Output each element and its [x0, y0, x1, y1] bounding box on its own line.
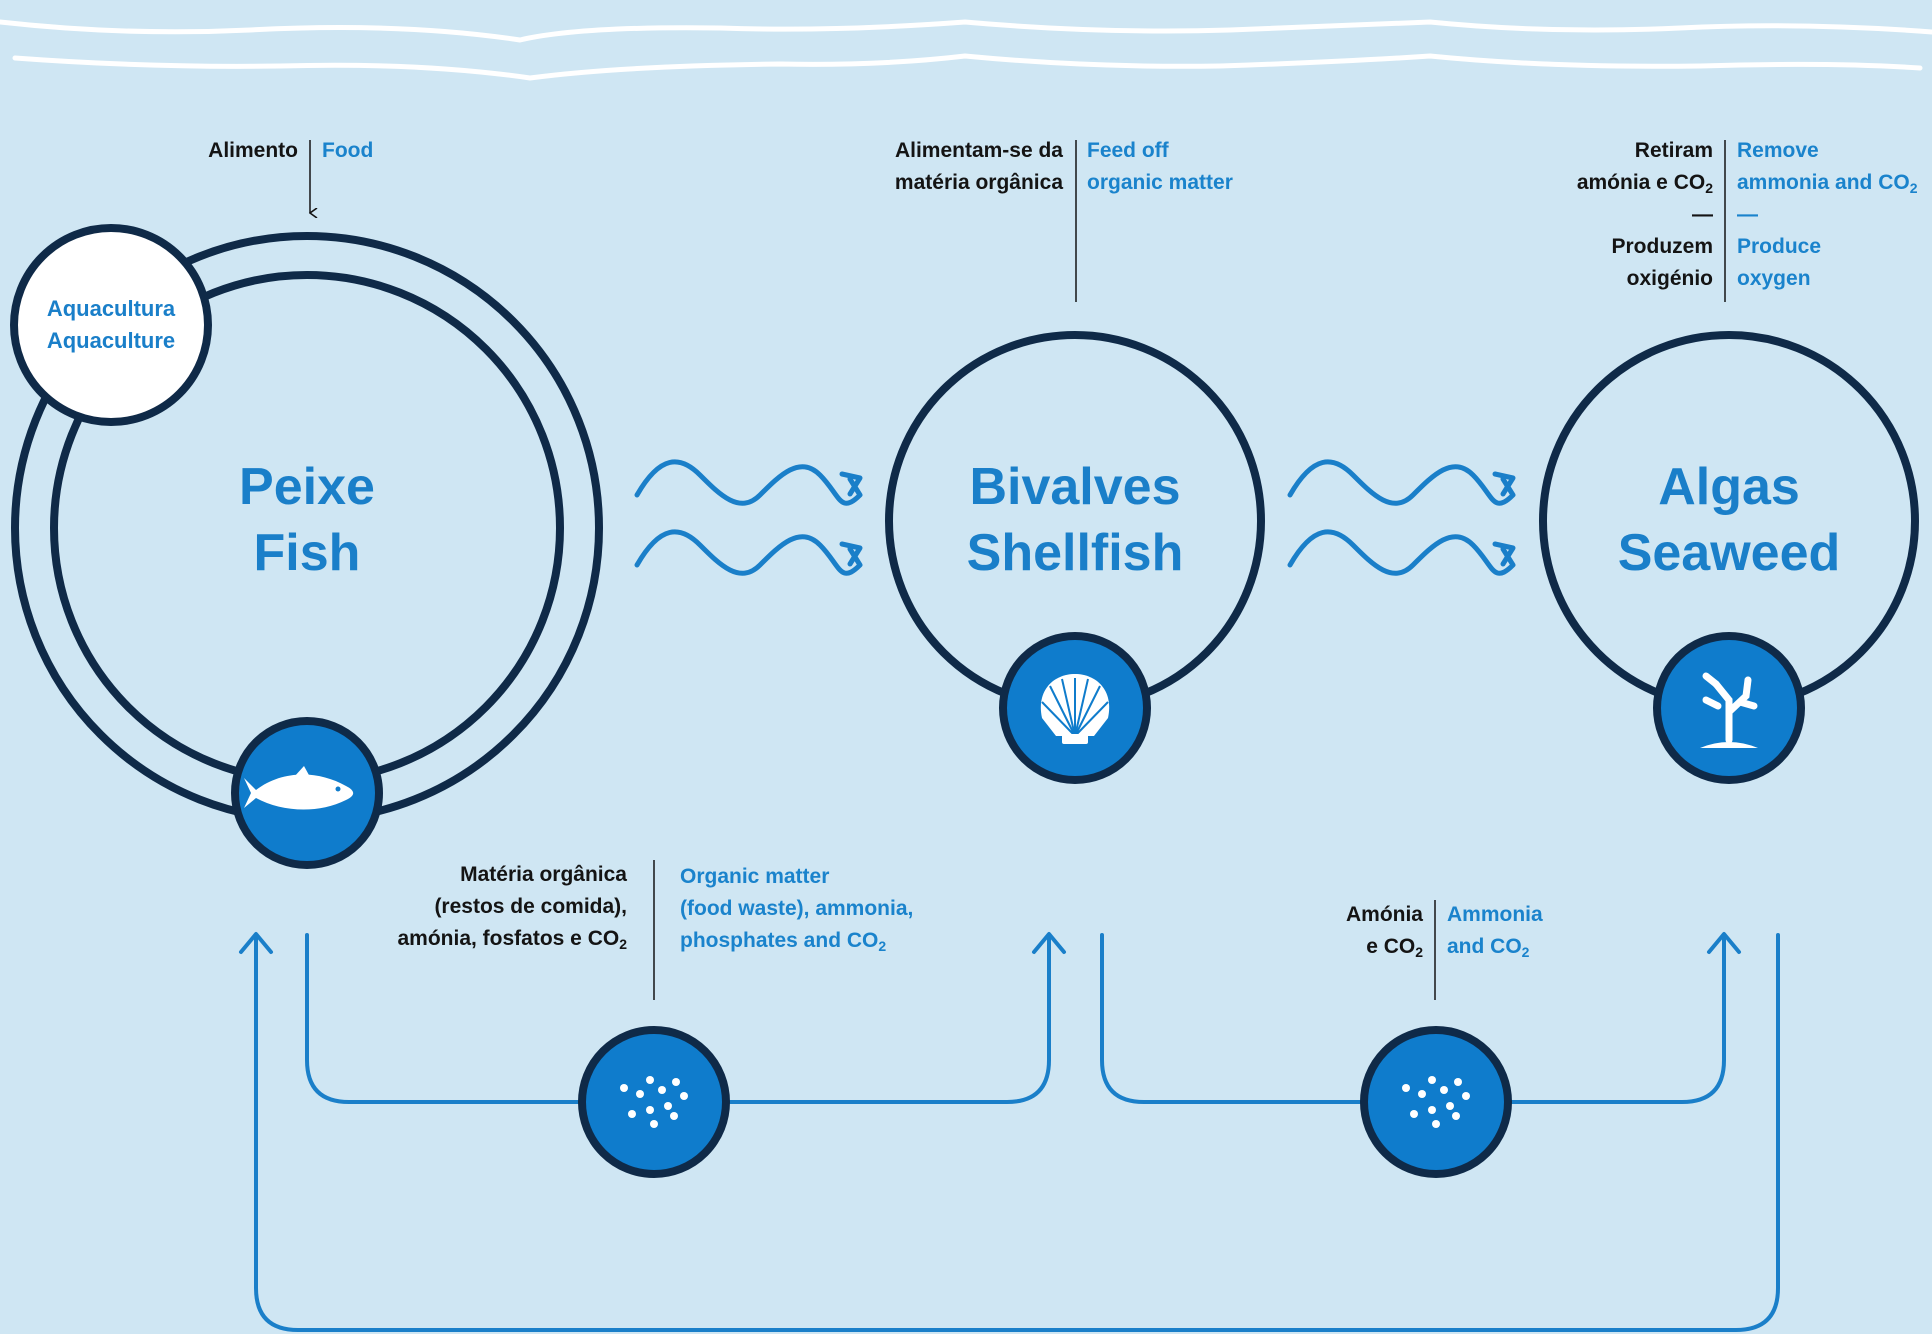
shellfish-label-en: Feed off organic matter [1087, 135, 1233, 199]
aquaculture-badge [10, 224, 212, 426]
seaweed-pt-line2: amónia e CO2 [1577, 167, 1713, 199]
subscript: 2 [1705, 180, 1713, 196]
ammonia-pt-line2: e CO2 [1346, 931, 1423, 963]
organic-en-line3-text: phosphates and CO [680, 929, 879, 952]
fish-icon [231, 717, 383, 869]
ammonia-en-line1: Ammonia [1447, 903, 1543, 926]
shellfish-pt-line2: matéria orgânica [894, 171, 1063, 194]
ammonia-pt-line2-text: e CO [1366, 935, 1416, 958]
recycle-flows [239, 932, 1780, 1332]
shellfish-title-pt: Bivalves [969, 458, 1181, 516]
seaweed-title: Algas Seaweed [1589, 454, 1869, 586]
seaweed-en-line3: — [1737, 203, 1758, 226]
seaweed-en-line4: Produce [1737, 235, 1822, 258]
fish-title-en: Fish [253, 524, 361, 582]
organic-label-en: Organic matter (food waste), ammonia, ph… [680, 861, 913, 957]
organic-label-pt: Matéria orgânica (restos de comida), amó… [397, 859, 627, 955]
aquaculture-badge-text: Aquacultura Aquaculture [31, 293, 191, 357]
shellfish-label-pt: Alimentam-se da matéria orgânica [895, 135, 1063, 199]
seaweed-en-line1: Remove [1737, 139, 1819, 162]
subscript: 2 [619, 936, 627, 952]
seaweed-pt-line2-text: amónia e CO [1576, 171, 1706, 194]
subscript: 2 [1909, 180, 1918, 196]
particles-icon [1360, 1026, 1512, 1178]
organic-en-line3: phosphates and CO2 [680, 925, 913, 957]
water-surface-waves [0, 19, 1932, 81]
seaweed-title-en: Seaweed [1617, 524, 1841, 582]
seaweed-title-pt: Algas [1658, 458, 1800, 516]
wave-arrow-heads [839, 471, 1516, 567]
seaweed-pt-line5: oxigénio [1626, 267, 1713, 290]
wave-arrow-icon [634, 459, 1516, 576]
scallop-shell-icon [999, 632, 1151, 784]
subscript: 2 [1415, 944, 1423, 960]
seaweed-pt-line1: Retiram [1634, 139, 1713, 162]
organic-en-line2: (food waste), ammonia, [680, 897, 914, 920]
ammonia-en-line2-text: and CO [1447, 935, 1522, 958]
shellfish-en-line2: organic matter [1087, 171, 1233, 194]
seaweed-coral-icon [1653, 632, 1805, 784]
shellfish-title-en: Shellfish [966, 524, 1184, 582]
seaweed-pt-line4: Produzem [1611, 235, 1713, 258]
fish-title: Peixe Fish [207, 454, 407, 586]
badge-line1: Aquacultura [46, 296, 176, 321]
particles-icon [578, 1026, 730, 1178]
ammonia-en-line2: and CO2 [1447, 931, 1543, 963]
ammonia-label-en: Ammonia and CO2 [1447, 899, 1543, 963]
organic-pt-line1: Matéria orgânica [460, 863, 627, 886]
seaweed-label-en: Remove ammonia and CO2 — Produce oxygen [1737, 135, 1918, 295]
seaweed-en-line2: ammonia and CO2 [1737, 167, 1918, 199]
seaweed-en-line5: oxygen [1737, 267, 1811, 290]
subscript: 2 [1521, 944, 1530, 960]
subscript: 2 [878, 938, 887, 954]
food-label-pt: Alimento [208, 139, 298, 162]
food-label-en: Food [322, 139, 374, 162]
organic-pt-line3: amónia, fosfatos e CO2 [397, 923, 627, 955]
fish-title-pt: Peixe [239, 458, 375, 516]
organic-pt-line2: (restos de comida), [434, 895, 627, 918]
shellfish-title: Bivalves Shellfish [935, 454, 1215, 586]
shellfish-pt-line1: Alimentam-se da [894, 139, 1063, 162]
organic-en-line1: Organic matter [680, 865, 830, 888]
seaweed-label-pt: Retiram amónia e CO2 — Produzem oxigénio [1577, 135, 1713, 295]
shellfish-en-line1: Feed off [1087, 139, 1169, 162]
badge-line2: Aquaculture [46, 328, 176, 353]
seaweed-en-line2-text: ammonia and CO [1737, 171, 1910, 194]
seaweed-pt-line3: — [1692, 203, 1713, 226]
ammonia-label-pt: Amónia e CO2 [1346, 899, 1423, 963]
ammonia-pt-line1: Amónia [1345, 903, 1423, 926]
organic-pt-line3-text: amónia, fosfatos e CO [397, 927, 620, 950]
